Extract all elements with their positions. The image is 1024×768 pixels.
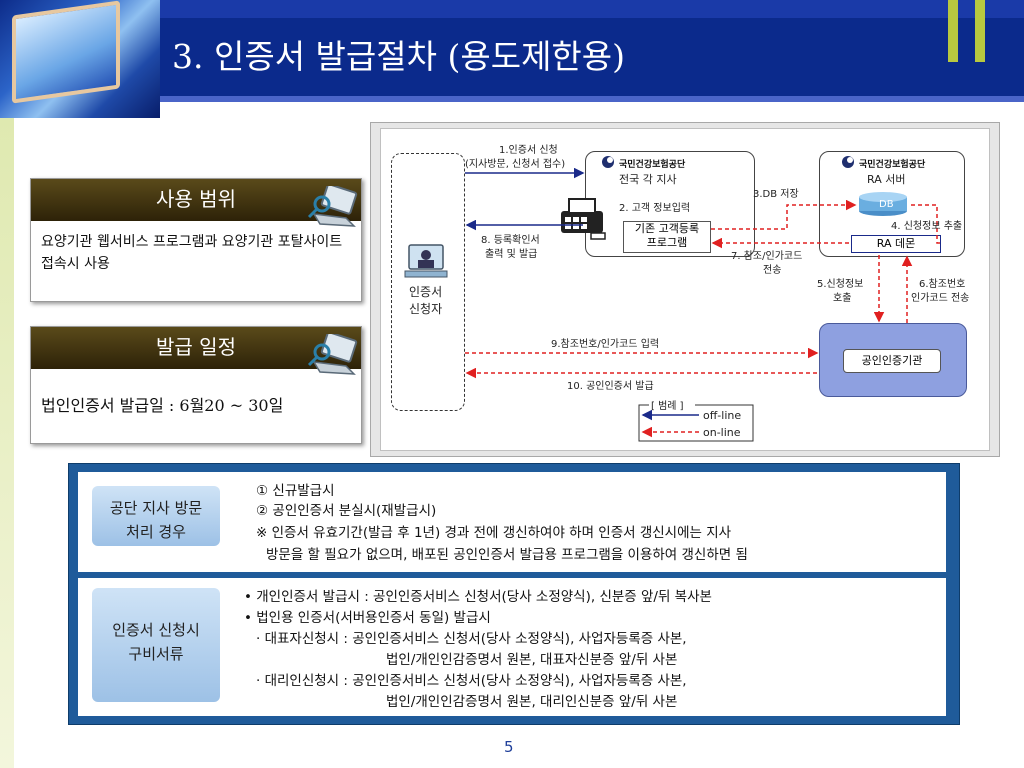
diagram-arrows xyxy=(465,167,941,442)
ra-daemon-box: RA 데몬 xyxy=(851,235,941,253)
process-diagram: 인증서 신청자 국민건강보험공단 전국 각 지사 2. 고객 정보입력 기존 고… xyxy=(380,128,990,451)
required-documents-section: 인증서 신청시 구비서류 • 개인인증서 발급시 : 공인인증서비스 신청서(당… xyxy=(78,578,946,716)
branch-visit-section: 공단 지사 방문 처리 경우 ① 신규발급시 ② 공인인증서 분실시(재발급시)… xyxy=(78,472,946,572)
fax-machine-icon xyxy=(561,198,606,240)
docs-line-1: • 개인인증서 발급시 : 공인인증서비스 신청서(당사 소정양식), 신분증 … xyxy=(244,589,712,605)
legend-offline-label: off-line xyxy=(703,409,742,422)
laptop-icon xyxy=(307,334,358,375)
db-label: DB xyxy=(879,199,894,210)
branch-visit-label-1: 공단 지사 방문 xyxy=(109,499,203,517)
step-8-label: 8. 등록확인서 xyxy=(481,235,540,246)
ra-server-name: RA 서버 xyxy=(867,173,906,186)
left-decoration-stripe xyxy=(0,118,14,768)
step-5-sublabel: 호출 xyxy=(833,293,852,304)
branch-org-name: 국민건강보험공단 xyxy=(619,160,686,170)
docs-line-4: 법인/개인인감증명서 원본, 대표자신분증 앞/뒤 사본 xyxy=(386,652,678,668)
required-documents-label: 인증서 신청시 구비서류 xyxy=(92,588,220,702)
legend-title: [ 범례 ] xyxy=(651,401,684,412)
visit-line-3: ※ 인증서 유효기간(발급 후 1년) 경과 전에 갱신하여야 하며 인증서 갱… xyxy=(256,525,732,541)
header-decoration xyxy=(0,0,160,118)
step-6-label: 6.참조번호 xyxy=(919,279,966,290)
docs-line-3: · 대표자신청시 : 공인인증서비스 신청서(당사 소정양식), 사업자등록증 … xyxy=(256,631,687,647)
step-7-sublabel: 전송 xyxy=(763,265,782,276)
usage-scope-heading: 사용 범위 xyxy=(31,179,361,221)
docs-line-6: 법인/개인인감증명서 원본, 대리인신분증 앞/뒤 사본 xyxy=(386,694,678,710)
step-1-sublabel: (지사방문, 신청서 접수) xyxy=(465,159,566,170)
step-5-label: 5.신청정보 xyxy=(817,279,864,290)
database-icon xyxy=(859,192,907,216)
page-number: 5 xyxy=(504,738,514,756)
branch-visit-label-2: 처리 경우 xyxy=(126,523,186,541)
required-documents-label-2: 구비서류 xyxy=(128,645,184,663)
step-7-label: 7. 참조/인가코드 xyxy=(731,251,803,262)
customer-registration-program: 기존 고객등록 프로그램 xyxy=(623,221,711,253)
legend-online-label: on-line xyxy=(703,426,741,439)
step-2-label: 2. 고객 정보입력 xyxy=(619,203,691,214)
arrow-step-3 xyxy=(711,199,857,230)
required-documents-label-1: 인증서 신청시 xyxy=(112,621,200,639)
laptop-icon xyxy=(307,186,358,227)
branch-visit-label: 공단 지사 방문 처리 경우 xyxy=(92,486,220,546)
certificate-authority-label: 공인인증기관 xyxy=(843,349,941,373)
arrow-step-4 xyxy=(911,204,941,244)
program-label-1: 기존 고객등록 xyxy=(634,222,700,235)
docs-line-2: • 법인용 인증서(서버용인증서 동일) 발급시 xyxy=(244,610,491,626)
title-band-top xyxy=(160,0,1024,18)
legend-box xyxy=(638,404,754,442)
step-4-label: 4. 신청정보 추출 xyxy=(891,221,963,232)
applicant-label-1: 인증서 xyxy=(409,285,443,299)
title-band xyxy=(160,18,1024,96)
accent-bar xyxy=(948,0,958,62)
issue-schedule-panel: 발급 일정 법인인증서 발급일 : 6월20 ~ 30일 xyxy=(30,326,362,444)
ra-org-name: 국민건강보험공단 xyxy=(859,160,926,170)
visit-line-4: 방문을 할 필요가 없으며, 배포된 공인인증서 발급용 프로그램을 이용하여 … xyxy=(266,547,748,563)
program-label-2: 프로그램 xyxy=(646,236,688,249)
nhis-logo-icon xyxy=(842,156,854,168)
visit-line-2: ② 공인인증서 분실시(재발급시) xyxy=(256,503,437,519)
usage-scope-text: 요양기관 웹서비스 프로그램과 요양기관 포탈사이트 접속시 사용 xyxy=(41,234,343,272)
monitor-icon xyxy=(12,0,120,104)
title-band-bottom xyxy=(160,96,1024,102)
accent-bar xyxy=(975,0,985,62)
step-10-label: 10. 공인인증서 발급 xyxy=(567,381,654,392)
applicant-label-2: 신청자 xyxy=(409,302,443,316)
issue-schedule-heading: 발급 일정 xyxy=(31,327,361,369)
step-9-label: 9.참조번호/인가코드 입력 xyxy=(551,339,660,350)
step-6-sublabel: 인가코드 전송 xyxy=(911,293,970,304)
step-3-label: 3.DB 저장 xyxy=(753,189,799,200)
applicant-computer-icon xyxy=(404,244,448,278)
step-1-label: 1.인증서 신청 xyxy=(499,145,558,156)
applicant-box xyxy=(391,153,465,411)
step-8-sublabel: 출력 및 발급 xyxy=(485,249,538,260)
usage-scope-panel: 사용 범위 요양기관 웹서비스 프로그램과 요양기관 포탈사이트 접속시 사용 xyxy=(30,178,362,302)
issue-schedule-text: 법인인증서 발급일 : 6월20 ~ 30일 xyxy=(41,396,284,415)
branch-name: 전국 각 지사 xyxy=(619,173,677,186)
docs-line-5: · 대리인신청시 : 공인인증서비스 신청서(당사 소정양식), 사업자등록증 … xyxy=(256,673,687,689)
page-title: 3. 인증서 발급절차 (용도제한용) xyxy=(172,37,626,76)
nhis-logo-icon xyxy=(602,156,614,168)
visit-line-1: ① 신규발급시 xyxy=(256,483,335,499)
